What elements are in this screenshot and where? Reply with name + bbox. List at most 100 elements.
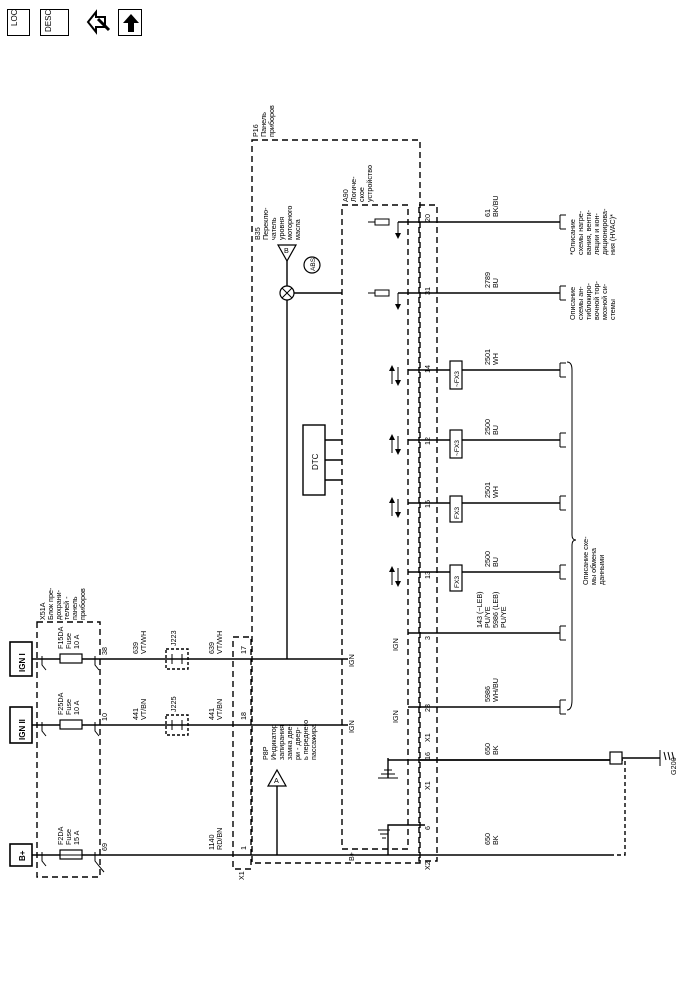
fx3-d: ~FX3 — [389, 360, 463, 390]
svg-text:*Описание: *Описание — [568, 219, 577, 255]
fuse-f15da: F15DA Fuse 10 A 38 — [41, 626, 109, 671]
connector-ends — [559, 214, 566, 715]
x1-label: X1 — [237, 871, 246, 880]
svg-text:639: 639 — [207, 642, 216, 654]
svg-text:FX3: FX3 — [454, 507, 461, 519]
svg-text:тиблокиро-: тиблокиро- — [584, 282, 593, 320]
svg-text:приборов: приборов — [267, 105, 276, 137]
wire-label-2789: 2789 BU — [483, 272, 500, 288]
svg-text:143 (~LEB): 143 (~LEB) — [475, 591, 484, 628]
x2-label: X2 — [423, 861, 432, 870]
svg-text:B35: B35 — [253, 227, 262, 240]
svg-text:BU: BU — [491, 425, 500, 435]
svg-text:20: 20 — [423, 214, 432, 222]
svg-text:Блок пре-: Блок пре- — [46, 587, 55, 620]
resistor-20 — [368, 218, 401, 239]
x2-pin-16: 16 — [423, 752, 432, 760]
svg-text:~FX3: ~FX3 — [454, 440, 461, 456]
x1-lower-connector — [418, 204, 438, 862]
svg-text:15 A: 15 A — [72, 830, 81, 845]
svg-text:15: 15 — [423, 500, 432, 508]
x51a-label: X51A Блок пре- дохрани- телей - панель п… — [38, 587, 87, 620]
tools-icon[interactable] — [85, 8, 111, 36]
svg-text:A90: A90 — [341, 189, 350, 202]
svg-text:Индикатор: Индикатор — [269, 724, 278, 760]
wire-label-441b: 441 VT/BN — [207, 699, 224, 720]
svg-text:F2DA: F2DA — [56, 826, 65, 845]
loc-icon[interactable]: LOC — [7, 9, 30, 36]
svg-text:PU/YE: PU/YE — [499, 606, 508, 628]
svg-text:Fuse: Fuse — [64, 699, 73, 715]
svg-text:ь переднего: ь переднего — [301, 720, 310, 760]
svg-text:данными: данными — [597, 555, 606, 585]
svg-text:WH: WH — [491, 486, 500, 498]
ign2-label: IGN II — [18, 719, 27, 740]
svg-text:639: 639 — [131, 642, 140, 654]
svg-text:12: 12 — [423, 437, 432, 445]
svg-text:пассажира: пассажира — [309, 724, 318, 760]
ref-hvac: *Описание схемы нагре- вания, венти- ляц… — [568, 208, 617, 255]
svg-text:5986: 5986 — [483, 686, 492, 702]
svg-text:Описание: Описание — [568, 287, 577, 320]
svg-text:2501: 2501 — [483, 349, 492, 365]
svg-text:схемы ан-: схемы ан- — [576, 286, 585, 320]
wire-label-650a: 650 BK — [483, 833, 500, 845]
inner-ign-b: IGN — [347, 654, 356, 667]
svg-text:дохрани-: дохрани- — [54, 589, 63, 620]
svg-text:Описание схе-: Описание схе- — [581, 536, 590, 585]
ref-data-comm: Описание схе- мы обмена данными — [581, 536, 606, 585]
ref-abs: Описание схемы ан- тиблокиро- вочной тор… — [568, 280, 617, 320]
power-b-plus: B+ — [9, 843, 33, 867]
b35-switch: B B35 Переклю- чатель уровня моторного м… — [253, 206, 302, 659]
svg-text:23: 23 — [423, 704, 432, 712]
desc-icon[interactable]: DESC — [40, 9, 69, 36]
svg-text:G200: G200 — [669, 757, 678, 775]
svg-text:10: 10 — [100, 713, 109, 721]
svg-text:J225: J225 — [169, 696, 178, 712]
x51a-box — [36, 621, 101, 878]
svg-text:ри - двер-: ри - двер- — [293, 727, 302, 760]
ground-symbol-b — [378, 758, 620, 779]
p16-label: P16 Панель приборов — [251, 105, 276, 137]
svg-text:мозной си-: мозной си- — [600, 283, 609, 320]
wire-label-5986: 5986 WH/BU — [483, 678, 500, 702]
svg-text:13: 13 — [423, 571, 432, 579]
power-ign1: IGN I — [9, 641, 33, 677]
svg-text:BK: BK — [491, 835, 500, 845]
svg-text:P16: P16 — [251, 124, 260, 137]
x1-lower-label-a: X1 — [423, 781, 432, 790]
dtc-block: DTC — [302, 424, 342, 496]
svg-text:ABS: ABS — [310, 257, 317, 271]
svg-text:31: 31 — [423, 287, 432, 295]
abs-icon: ABS — [303, 256, 321, 274]
svg-text:стемы: стемы — [608, 299, 617, 320]
x1-lower-label-b: X1 — [423, 733, 432, 742]
svg-text:BU: BU — [491, 557, 500, 567]
svg-text:Панель: Панель — [259, 112, 268, 137]
wire-label-61: 61 BK/BU — [483, 195, 500, 217]
b-plus-label: B+ — [18, 850, 27, 861]
up-arrow-icon[interactable] — [118, 9, 142, 36]
a90-box — [341, 204, 409, 850]
power-ign2: IGN II — [9, 706, 33, 744]
resistor-31 — [368, 289, 401, 310]
svg-text:B: B — [284, 246, 289, 255]
svg-text:BU: BU — [491, 278, 500, 288]
svg-text:VT/BN: VT/BN — [215, 699, 224, 720]
svg-text:5986 (LEB): 5986 (LEB) — [491, 592, 500, 628]
x1-pin-18: 18 — [239, 712, 248, 720]
wire-label-2500a: 2500 BU — [483, 551, 500, 567]
svg-text:10 A: 10 A — [72, 700, 81, 715]
svg-text:~FX3: ~FX3 — [454, 371, 461, 387]
x1-pin-1: 1 — [239, 846, 248, 850]
svg-text:2501: 2501 — [483, 482, 492, 498]
svg-text:Fuse: Fuse — [64, 829, 73, 845]
svg-text:J223: J223 — [169, 630, 178, 646]
x2-pin-6: 6 — [423, 826, 432, 830]
inner-b-plus: B+ — [347, 852, 356, 861]
fx3-a: FX3 — [389, 564, 463, 592]
p8p-indicator: A P8P Индикатор запирания замка две- ри … — [261, 720, 318, 855]
svg-text:PU/YE: PU/YE — [483, 606, 492, 628]
svg-text:диционирова-: диционирова- — [600, 208, 609, 255]
